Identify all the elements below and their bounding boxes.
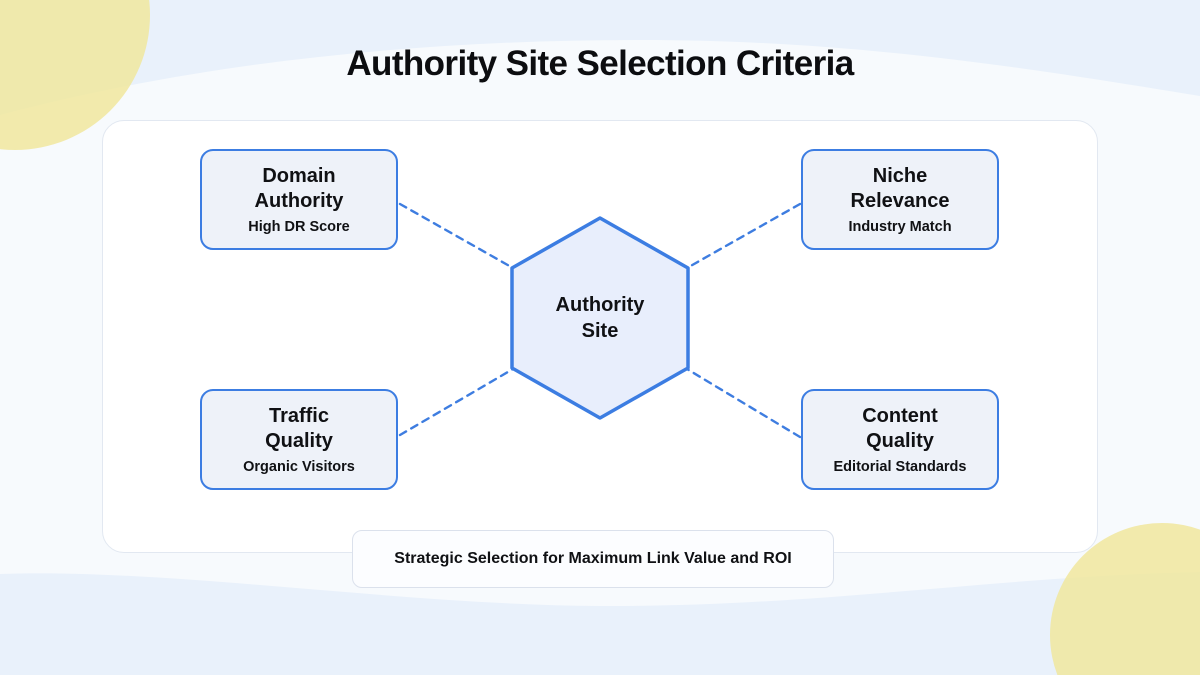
node-title: Domain Authority — [255, 164, 344, 214]
center-label-line2: Site — [581, 320, 619, 342]
hexagon-shape — [510, 216, 690, 420]
node-traffic-quality: Traffic Quality Organic Visitors — [200, 389, 398, 490]
node-title-line1: Traffic — [268, 405, 329, 427]
node-title: Niche Relevance — [851, 164, 950, 214]
node-title-line2: Authority — [254, 190, 344, 212]
node-title-line2: Quality — [866, 430, 934, 452]
node-niche-relevance: Niche Relevance Industry Match — [801, 149, 999, 250]
node-title-line2: Relevance — [850, 190, 950, 212]
decor-circle-bottom-right — [1050, 523, 1200, 675]
hexagon-polygon — [510, 216, 690, 420]
node-title-line1: Domain — [262, 165, 336, 187]
node-title: Content Quality — [862, 404, 938, 454]
node-subtitle: Industry Match — [848, 219, 952, 235]
node-title: Traffic Quality — [265, 404, 333, 454]
center-label-line1: Authority — [555, 294, 645, 316]
node-title-line1: Content — [862, 405, 938, 427]
decor-circle-top-left — [0, 0, 150, 150]
footer-banner: Strategic Selection for Maximum Link Val… — [352, 530, 834, 588]
node-content-quality: Content Quality Editorial Standards — [801, 389, 999, 490]
node-subtitle: Editorial Standards — [833, 459, 967, 475]
node-title-line2: Quality — [265, 430, 333, 452]
page-title: Authority Site Selection Criteria — [346, 44, 854, 83]
node-title-line1: Niche — [872, 165, 928, 187]
node-subtitle: High DR Score — [248, 219, 350, 235]
node-domain-authority: Domain Authority High DR Score — [200, 149, 398, 250]
node-subtitle: Organic Visitors — [243, 459, 355, 475]
center-node-label: Authority Site — [512, 292, 688, 344]
footer-banner-text: Strategic Selection for Maximum Link Val… — [394, 550, 792, 567]
